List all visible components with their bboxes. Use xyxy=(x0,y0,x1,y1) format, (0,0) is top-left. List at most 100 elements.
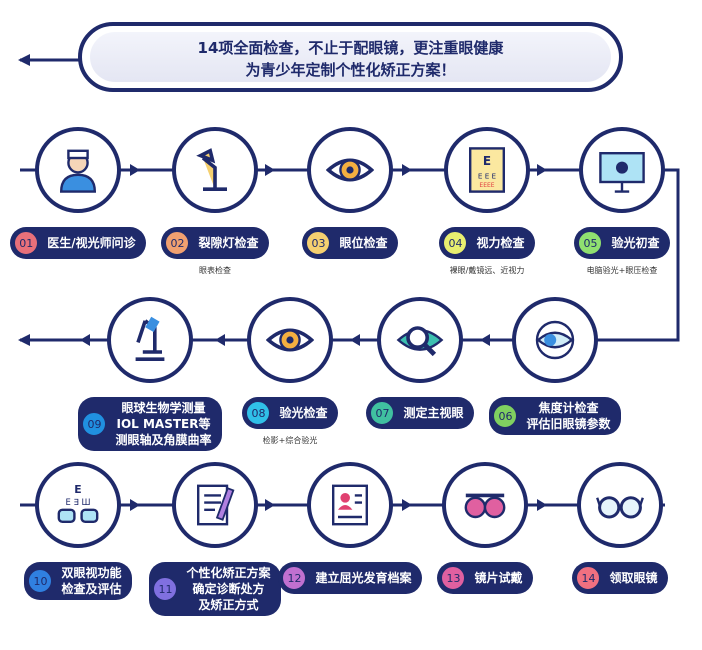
microscope-icon xyxy=(135,316,165,361)
step-label-line: 及矫正方式 xyxy=(198,598,259,612)
eye-icon xyxy=(266,328,314,352)
step-badge: 10 双眼视功能检查及评估 xyxy=(24,562,132,600)
step-label: 视力检查 xyxy=(476,235,524,251)
step-label-line: 个性化矫正方案 xyxy=(186,566,271,580)
step-label-line: 视力检查 xyxy=(476,236,525,250)
eye-icon xyxy=(326,158,374,182)
step-12-circle xyxy=(307,462,393,548)
step-13-circle xyxy=(442,462,528,548)
header-line-2: 为青少年定制个性化矫正方案！ xyxy=(245,61,456,79)
step-label: 建立屈光发育档案 xyxy=(315,570,411,586)
step-14-circle xyxy=(577,462,663,548)
svg-text:E: E xyxy=(483,154,491,168)
step-label-line: 验光检查 xyxy=(279,406,328,420)
step-number: 12 xyxy=(281,565,308,591)
step-07-circle xyxy=(377,297,463,383)
step-10: 10 双眼视功能检查及评估 xyxy=(0,562,158,600)
step-sub: 裸眼/戴镜远、近视力 xyxy=(449,266,525,275)
step-number: 13 xyxy=(440,565,467,591)
step-sub: 电脑验光+眼压检查 xyxy=(586,266,658,275)
svg-text:E: E xyxy=(74,483,81,496)
step-badge: 06 焦度计检查评估旧眼镜参数 xyxy=(489,397,621,435)
slit-lamp-icon xyxy=(196,148,227,191)
lens-meter-icon xyxy=(535,320,575,360)
step-number: 09 xyxy=(81,411,108,437)
step-badge: 02 裂隙灯检查 xyxy=(161,227,269,259)
step-label-line: 医生/视光师问诊 xyxy=(47,236,136,250)
step-number: 07 xyxy=(369,400,396,426)
header-line-1: 14项全面检查，不止于配眼镜，更注重眼健康 xyxy=(197,39,504,57)
step-label-line: 双眼视功能 xyxy=(61,566,122,580)
header-banner: 14项全面检查，不止于配眼镜，更注重眼健康为青少年定制个性化矫正方案！ xyxy=(78,22,623,92)
step-number: 04 xyxy=(442,230,469,256)
trial-frame-icon xyxy=(464,493,506,519)
step-number: 03 xyxy=(305,230,332,256)
step-badge: 07 测定主视眼 xyxy=(366,397,474,429)
step-label-line: 裂隙灯检查 xyxy=(198,236,259,250)
step-number: 06 xyxy=(492,403,519,429)
step-06: 06 焦度计检查评估旧眼镜参数 xyxy=(475,397,635,435)
step-number: 14 xyxy=(575,565,602,591)
step-label-line: 确定诊断处方 xyxy=(192,582,265,596)
step-08-circle xyxy=(247,297,333,383)
step-badge: 04 视力检查 xyxy=(439,227,535,259)
magnifier-eye-icon xyxy=(396,326,444,357)
step-01-circle xyxy=(35,127,121,213)
step-12: 12 建立屈光发育档案 xyxy=(270,562,430,594)
step-11-circle xyxy=(172,462,258,548)
step-label-line: 领取眼镜 xyxy=(609,571,658,585)
step-label-line: 测定主视眼 xyxy=(403,406,464,420)
step-badge: 08 验光检查 xyxy=(242,397,338,429)
svg-text:E E E: E E E xyxy=(478,171,497,180)
step-number: 01 xyxy=(13,230,40,256)
step-label: 镜片试戴 xyxy=(474,570,522,586)
step-13: 13 镜片试戴 xyxy=(405,562,565,594)
step-05-circle xyxy=(579,127,665,213)
svg-text:E ∃ Ш: E ∃ Ш xyxy=(66,497,91,507)
step-badge: 14 领取眼镜 xyxy=(572,562,668,594)
step-badge: 01 医生/视光师问诊 xyxy=(10,227,146,259)
step-09-circle xyxy=(107,297,193,383)
glasses-chart-icon: EE ∃ Ш xyxy=(57,483,99,523)
step-label-line: IOL MASTER等 xyxy=(116,417,211,431)
step-number: 02 xyxy=(164,230,191,256)
monitor-eye-icon xyxy=(599,152,645,193)
step-04: 04 视力检查裸眼/戴镜远、近视力 xyxy=(407,227,567,276)
step-02-circle xyxy=(172,127,258,213)
step-label: 个性化矫正方案确定诊断处方及矫正方式 xyxy=(186,565,270,613)
step-label-line: 评估旧眼镜参数 xyxy=(526,417,611,431)
step-number: 11 xyxy=(152,576,179,602)
step-label: 验光检查 xyxy=(279,405,327,421)
step-label: 裂隙灯检查 xyxy=(198,235,258,251)
step-label: 验光初查 xyxy=(611,235,659,251)
glasses-icon xyxy=(596,496,644,519)
step-number: 08 xyxy=(245,400,272,426)
step-03: 03 眼位检查 xyxy=(270,227,430,259)
step-label-line: 检查及评估 xyxy=(61,582,122,596)
step-label-line: 镜片试戴 xyxy=(474,571,523,585)
step-label: 医生/视光师问诊 xyxy=(47,235,135,251)
step-label-line: 眼位检查 xyxy=(339,236,388,250)
step-badge: 12 建立屈光发育档案 xyxy=(278,562,422,594)
profile-file-icon xyxy=(332,484,368,526)
step-label-line: 眼球生物学测量 xyxy=(121,401,206,415)
step-label-line: 建立屈光发育档案 xyxy=(315,571,412,585)
step-label: 领取眼镜 xyxy=(609,570,657,586)
step-08: 08 验光检查检影+综合验光 xyxy=(210,397,370,446)
step-number: 10 xyxy=(27,568,54,594)
step-label: 焦度计检查评估旧眼镜参数 xyxy=(526,400,610,432)
step-badge: 11 个性化矫正方案确定诊断处方及矫正方式 xyxy=(149,562,281,616)
step-badge: 13 镜片试戴 xyxy=(437,562,533,594)
step-label: 眼位检查 xyxy=(339,235,387,251)
step-label-line: 验光初查 xyxy=(611,236,660,250)
step-sub: 检影+综合验光 xyxy=(262,436,318,445)
step-badge: 03 眼位检查 xyxy=(302,227,398,259)
